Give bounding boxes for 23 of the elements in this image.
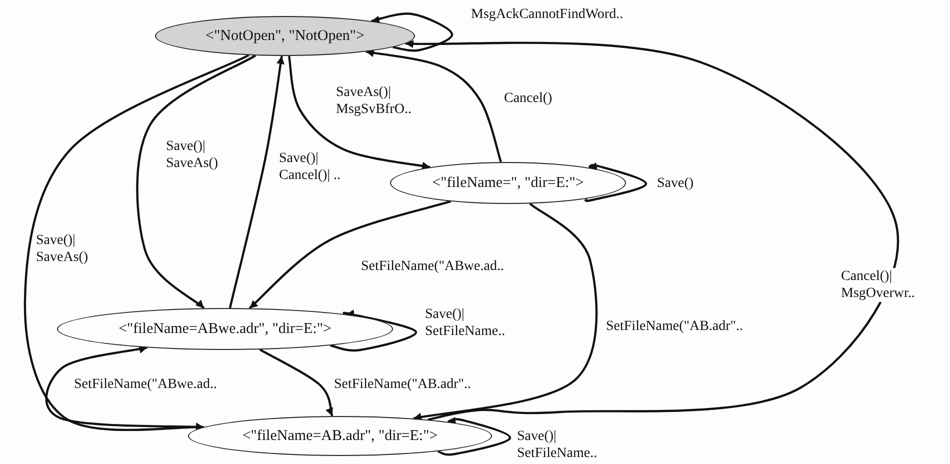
edge-label: SetFileName("AB.adr"..	[333, 376, 472, 393]
transition-arrow	[437, 416, 512, 456]
state-ellipse: <"fileName=ABwe.adr", "dir=E:">	[57, 308, 393, 350]
transition-arrow	[413, 202, 598, 421]
transition-arrow	[259, 348, 334, 416]
transition-arrow	[366, 49, 502, 162]
transition-arrow	[288, 56, 430, 170]
edge-label: SetFileName("ABwe.ad..	[360, 258, 505, 275]
edge-label: MsgAckCannotFindWord..	[470, 6, 624, 23]
edge-label: SetFileName("ABwe.ad..	[73, 376, 218, 393]
transition-arrow	[24, 54, 250, 432]
edge-label: Cancel()	[503, 90, 554, 107]
state-ellipse: <"fileName=AB.adr", "dir=E:">	[188, 416, 492, 456]
transition-arrow	[371, 12, 454, 52]
edge-label: Save()	[656, 175, 695, 192]
transition-arrow	[248, 200, 451, 310]
transition-arrow	[405, 40, 899, 421]
edge-label: SetFileName("AB.adr"..	[605, 318, 744, 335]
state-ellipse: <"NotOpen", "NotOpen">	[155, 16, 415, 56]
transition-arrow	[228, 56, 284, 308]
state-ellipse: <"fileName=", "dir=E:">	[390, 162, 626, 204]
edge-label: Save()| Cancel()| ..	[278, 150, 342, 184]
transition-arrow	[136, 54, 256, 309]
